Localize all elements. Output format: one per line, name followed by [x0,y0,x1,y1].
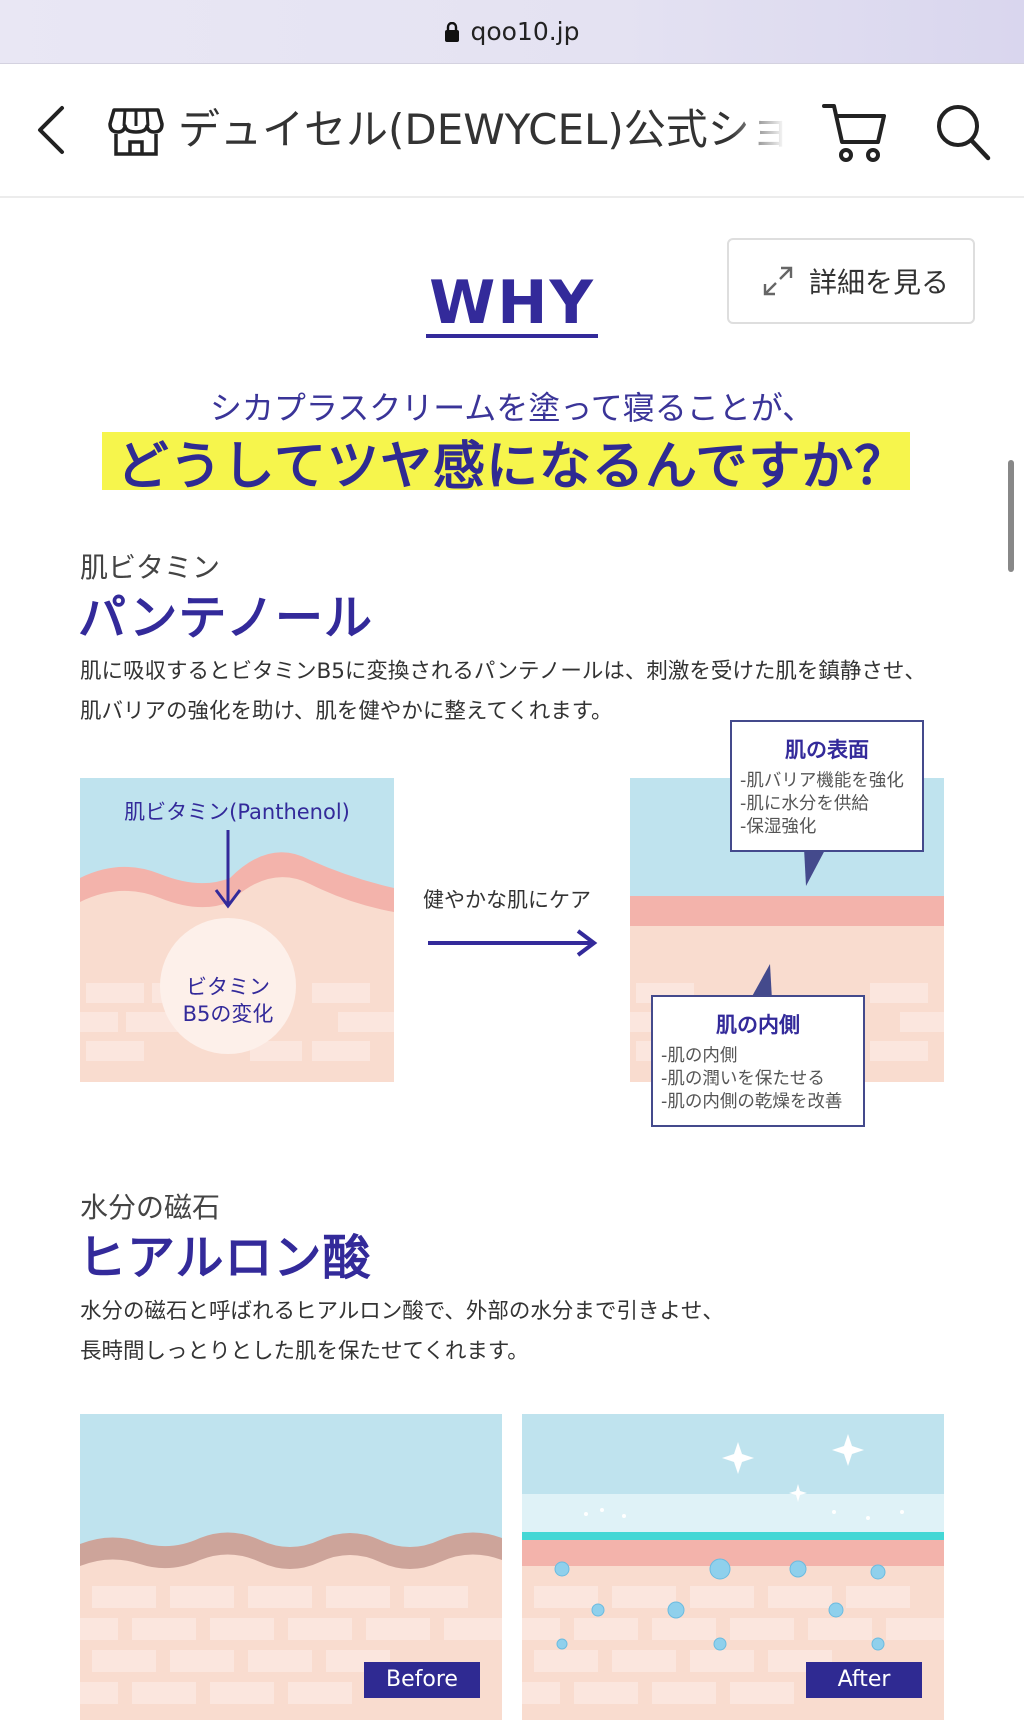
inner-item: -肌の潤いを保たせる [661,1069,825,1089]
hyaluronic-label-small: 水分の磁石 [80,1191,221,1224]
address-bar[interactable]: qoo10.jp [0,0,1024,64]
inner-item: -肌の内側 [661,1046,738,1066]
cart-icon[interactable] [822,100,888,166]
shop-icon[interactable] [108,104,164,158]
hyaluronic-label-big: ヒアルロン酸 [78,1230,372,1286]
title-fade [730,100,792,160]
callout-skin-inner: 肌の内側 -肌の内側 -肌の潤いを保たせる -肌の内側の乾燥を改善 [651,995,865,1127]
panthenol-label-small: 肌ビタミン [80,551,221,584]
why-subtitle: シカプラスクリームを塗って寝ることが、 [209,389,815,427]
hyaluronic-desc-line1: 水分の磁石と呼ばれるヒアルロン酸で、外部の水分まで引きよせ、 [80,1299,724,1324]
scrollbar[interactable] [1008,460,1014,572]
skin-diagram-before [80,778,394,1082]
surface-item: -肌バリア機能を強化 [740,771,904,791]
why-heading: WHY [429,268,595,338]
right-arrow-icon [428,929,598,957]
care-label: 健やかな肌にケア [423,888,591,912]
circle-line1: ビタミン [186,975,270,999]
shop-header: デュイセル(DEWYCEL)公式ショ [0,64,1024,198]
url-text: qoo10.jp [470,17,580,46]
after-panel: After [522,1414,944,1720]
callout-pointer-inner [750,964,772,1000]
circle-line2: B5の変化 [182,1002,274,1026]
view-details-label: 詳細を見る [809,266,950,299]
panthenol-desc-line1: 肌に吸収するとビタミンB5に変換されるパンテノールは、刺激を受けた肌を鎮静させ、 [80,659,926,684]
panthenol-label-big: パンテノール [78,590,373,646]
hyaluronic-desc-line2: 長時間しっとりとした肌を保たせてくれます。 [80,1339,529,1364]
shop-title[interactable]: デュイセル(DEWYCEL)公式ショ [178,105,790,154]
panthenol-description: 肌に吸収するとビタミンB5に変換されるパンテノールは、刺激を受けた肌を鎮静させ、… [80,652,926,732]
inner-title: 肌の内側 [716,1013,800,1037]
search-icon[interactable] [934,102,992,162]
surface-item: -保湿強化 [740,817,817,837]
callout-skin-surface: 肌の表面 -肌バリア機能を強化 -肌に水分を供給 -保湿強化 [730,720,924,852]
hyaluronic-description: 水分の磁石と呼ばれるヒアルロン酸で、外部の水分まで引きよせ、 長時間しっとりとし… [80,1292,724,1372]
lock-icon [445,21,460,42]
panthenol-input-label: 肌ビタミン(Panthenol) [124,800,350,824]
surface-item: -肌に水分を供給 [740,794,869,814]
callout-pointer-surface [804,848,826,886]
panthenol-desc-line2: 肌バリアの強化を助け、肌を健やかに整えてくれます。 [80,699,613,724]
surface-title: 肌の表面 [785,738,869,762]
why-underline [426,334,598,338]
view-details-button[interactable]: 詳細を見る [727,238,975,324]
why-question: どうしてツヤ感になるんですか？ [116,437,908,497]
vitamin-b5-circle-text: ビタミン B5の変化 [160,974,296,1028]
question-highlight [102,432,910,490]
before-panel: Before [80,1414,502,1720]
panthenol-absorption-panel: 肌ビタミン(Panthenol) ビタミン B5の変化 [80,778,394,1082]
inner-item: -肌の内側の乾燥を改善 [661,1092,843,1112]
back-arrow-icon[interactable] [28,100,78,160]
after-badge: After [806,1662,922,1698]
before-badge: Before [364,1662,480,1698]
expand-icon [763,266,793,296]
